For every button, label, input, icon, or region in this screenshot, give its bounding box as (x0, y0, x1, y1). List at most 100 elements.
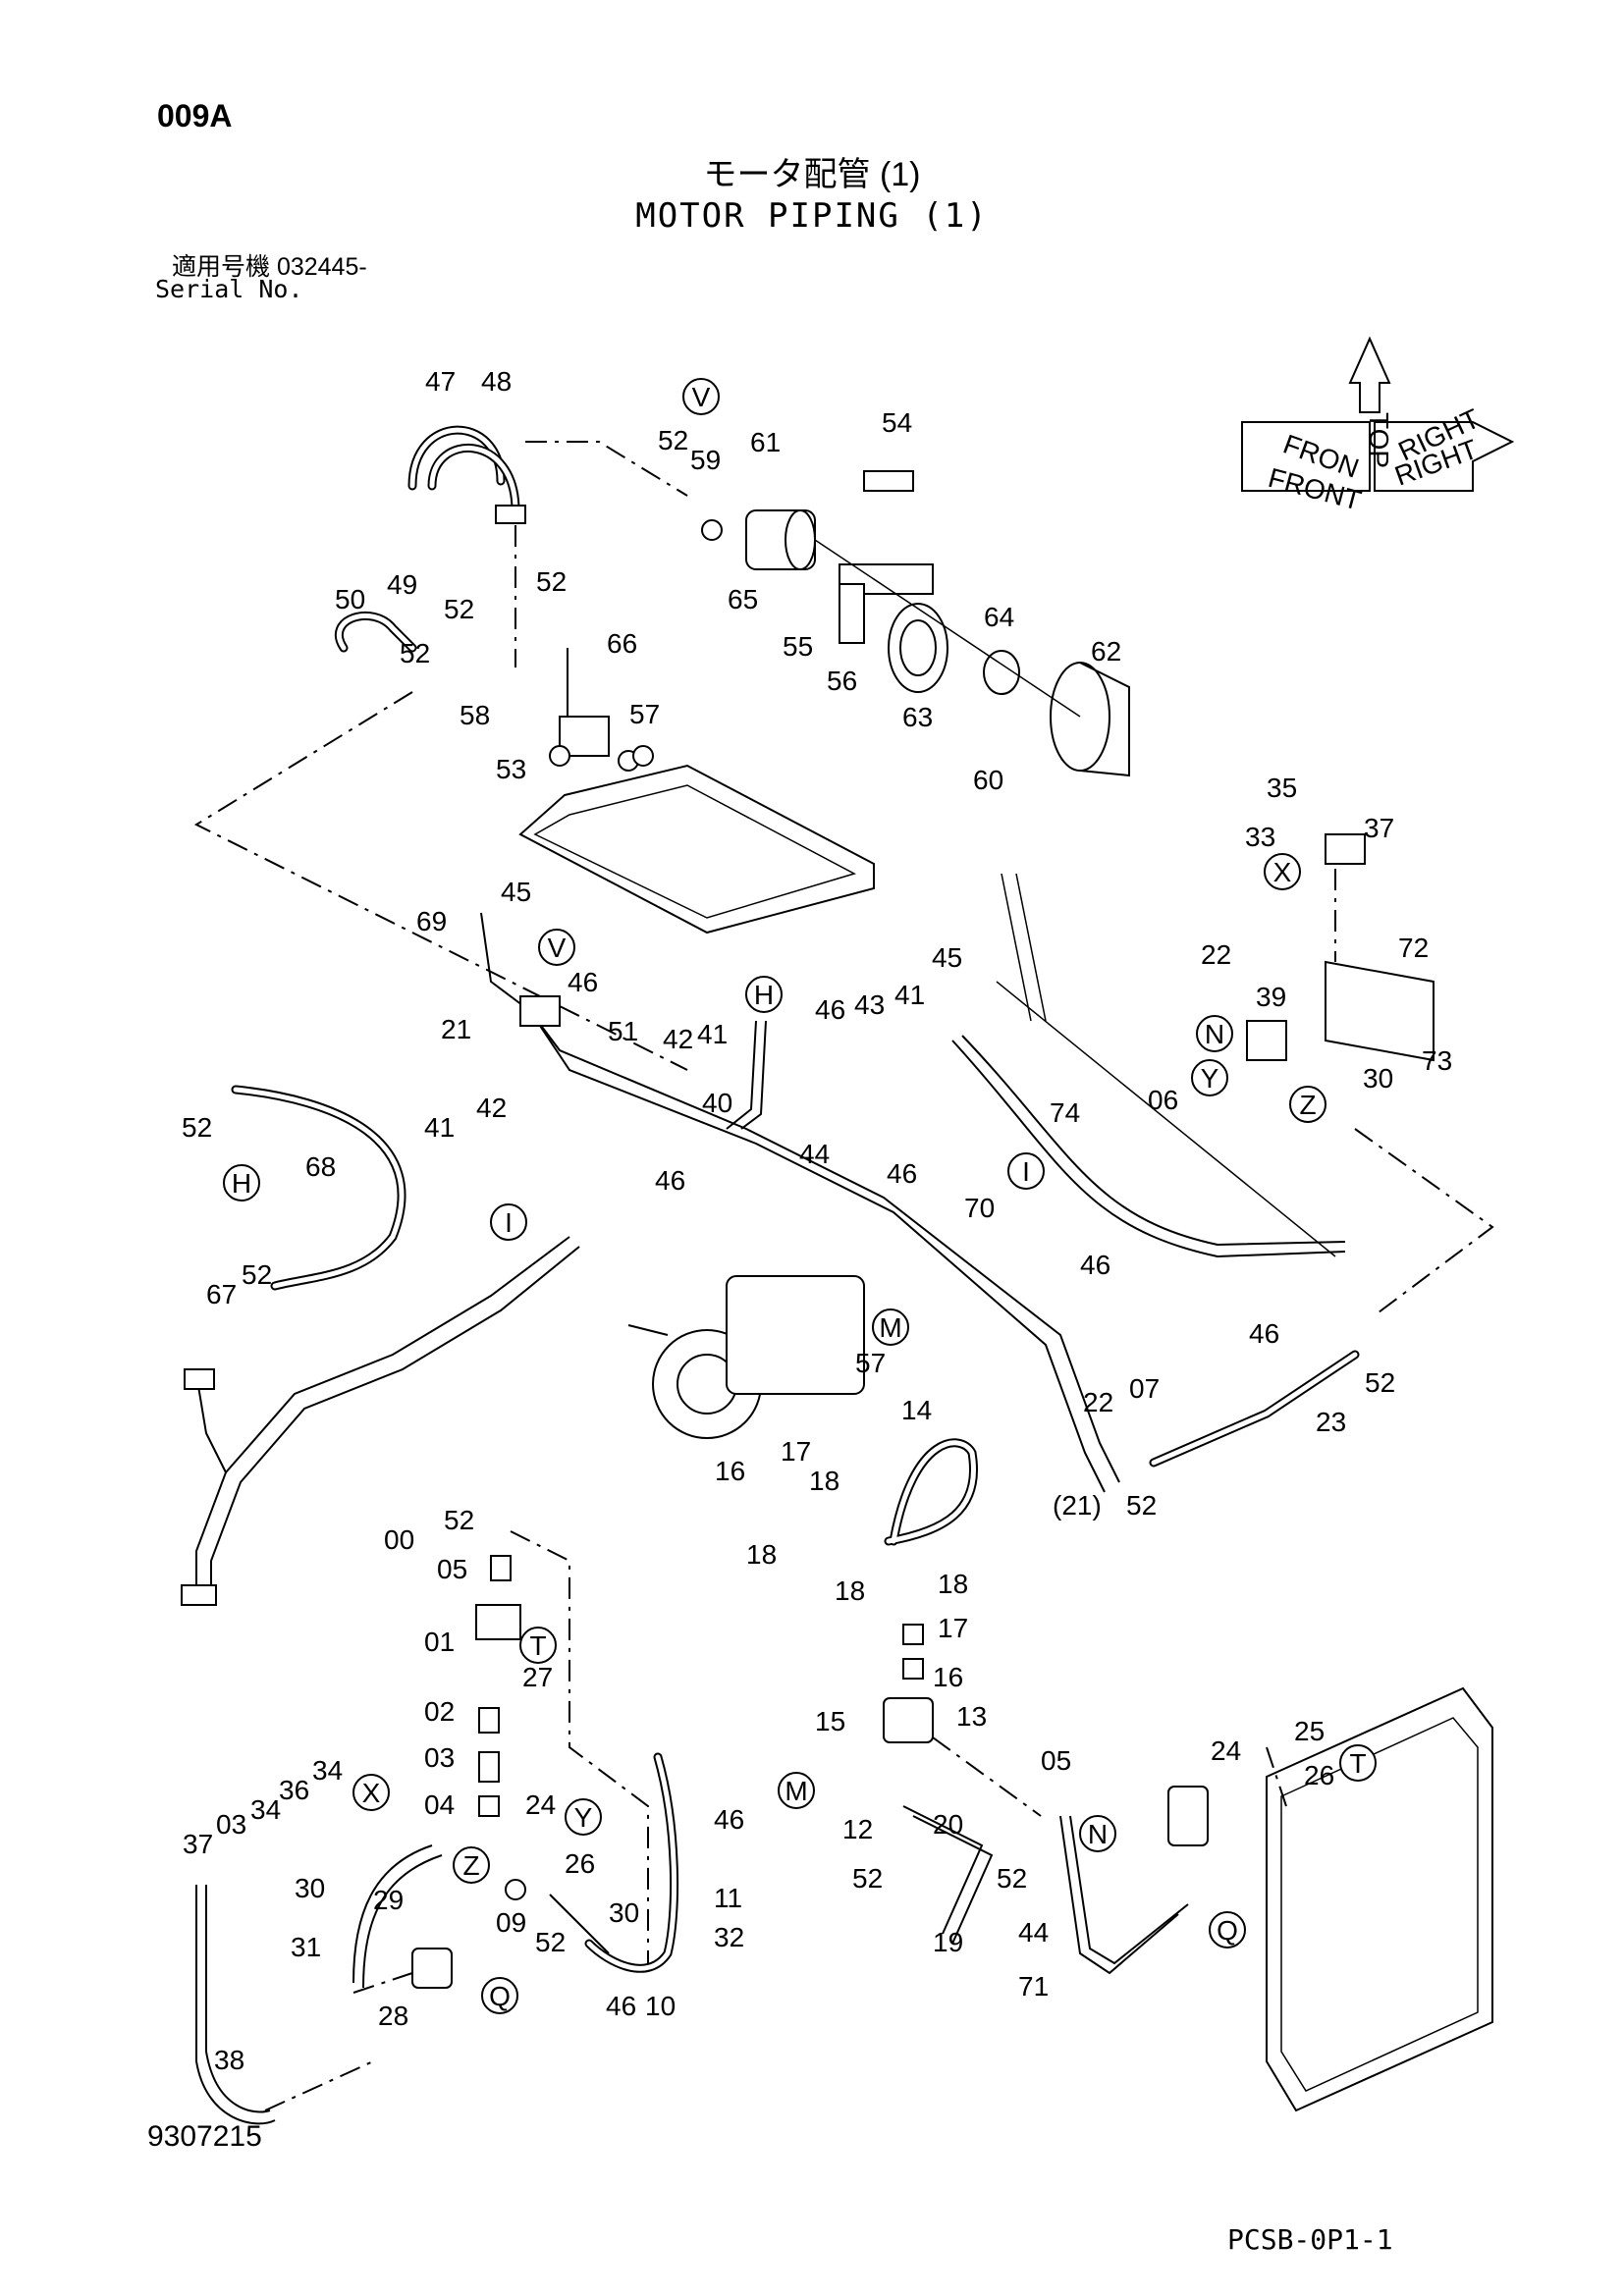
callout-m-pump: M (872, 1308, 909, 1346)
callout-v-mid: V (538, 929, 575, 966)
svg-text:H: H (232, 1168, 251, 1199)
part-label-69: 69 (416, 906, 447, 936)
part-label-60: 60 (973, 765, 1003, 795)
part-label-12: 12 (842, 1814, 873, 1844)
svg-text:N: N (1205, 1019, 1224, 1049)
part-label-46: 46 (568, 967, 598, 997)
part-label-08: 39 (1256, 982, 1286, 1012)
part-label-49: 49 (387, 569, 417, 600)
part-label-71: 71 (1018, 1971, 1049, 2002)
part-label-52-h: 52 (1126, 1490, 1157, 1521)
part-label-52-k: 52 (852, 1863, 883, 1894)
page-title-japanese: モータ配管 (1) (703, 156, 921, 193)
part-label-16: 16 (715, 1456, 745, 1486)
svg-text:T: T (529, 1630, 546, 1661)
svg-text:I: I (1022, 1156, 1030, 1187)
part-label-58: 58 (460, 700, 490, 730)
part-label-09: 09 (496, 1907, 526, 1938)
part-label-56: 56 (827, 666, 857, 696)
part-label-45: 45 (501, 877, 531, 907)
pump-assembly (627, 1275, 865, 1439)
callout-n-top: N (1196, 1015, 1233, 1052)
part-label-20: 20 (933, 1809, 963, 1840)
part-label-24-b: 24 (1211, 1735, 1241, 1766)
part-label-50: 50 (335, 584, 365, 614)
part-label-46-h: 46 (714, 1804, 744, 1835)
part-label-07-b: 07 (1129, 1373, 1160, 1404)
part-label-54: 54 (882, 407, 912, 438)
svg-text:Q: Q (489, 1981, 511, 2011)
orientation-indicator: FRON FRONT TOP RIGHT RIGHT (1241, 336, 1515, 516)
svg-text:Q: Q (1217, 1915, 1238, 1946)
part-label-35: 35 (1267, 773, 1297, 803)
part-label-15: 15 (815, 1706, 845, 1736)
part-label-26: 26 (565, 1848, 595, 1879)
part-label-18-b: 18 (746, 1539, 777, 1570)
part-label-45-b: 45 (932, 942, 962, 973)
serial-label-japanese: 適用号機 032445- (172, 253, 367, 281)
part-label-24: 24 (525, 1789, 556, 1820)
part-label-52-f: 52 (242, 1259, 272, 1290)
part-label-46-e: 46 (1080, 1250, 1110, 1280)
part-label-11: 11 (714, 1883, 742, 1913)
part-label-18-c: 18 (835, 1575, 865, 1606)
part-label-65: 65 (728, 584, 758, 614)
part-label-05: 30 (1363, 1063, 1393, 1094)
callout-i-pipe: I (1007, 1152, 1045, 1190)
part-label-52-l: 52 (997, 1863, 1027, 1894)
part-label-70: 70 (964, 1193, 995, 1223)
part-label-46-c: 46 (655, 1165, 685, 1196)
part-label-52-g: 52 (1365, 1367, 1395, 1398)
part-label-23: 23 (1316, 1407, 1346, 1437)
callout-z-bottom: Z (453, 1846, 490, 1884)
part-label-52-i: 52 (444, 1505, 474, 1535)
diagram-number: 9307215 (147, 2120, 262, 2153)
part-label-27: 27 (522, 1662, 553, 1692)
reference-code: PCSB-0P1-1 (1227, 2223, 1393, 2256)
part-label-36: 36 (279, 1775, 309, 1805)
part-label-21-paren: (21) (1053, 1490, 1102, 1521)
part-label-30: 30 (295, 1873, 325, 1903)
part-label-03-b: 03 (216, 1809, 246, 1840)
part-label-30-b: 30 (609, 1897, 639, 1928)
part-label-52: 52 (658, 425, 688, 455)
part-label-51: 51 (608, 1016, 638, 1046)
part-label-67: 67 (206, 1279, 237, 1309)
svg-text:I: I (505, 1207, 513, 1238)
part-label-42: 42 (476, 1093, 507, 1123)
part-label-18: 18 (809, 1466, 839, 1496)
callout-h-hose: H (223, 1164, 260, 1201)
part-label-52-d: 52 (400, 638, 430, 668)
part-label-22: 22 (1083, 1387, 1113, 1417)
part-label-25: 25 (1294, 1716, 1325, 1746)
part-label-46-d: 46 (887, 1158, 917, 1189)
part-label-61: 61 (750, 427, 781, 457)
svg-text:Y: Y (574, 1802, 593, 1833)
part-labels: 47 48 52 59 61 54 65 55 56 64 62 63 60 5… (182, 366, 1452, 2075)
part-label-18-d: 18 (938, 1569, 968, 1599)
part-label-02: 02 (424, 1696, 455, 1727)
vertical-strip (1001, 873, 1047, 1022)
part-label-52-e: 52 (182, 1112, 212, 1143)
part-label-52-b: 52 (536, 566, 567, 597)
part-label-64: 64 (984, 602, 1014, 632)
part-label-41-c: 41 (894, 980, 925, 1010)
callout-i-harness: I (490, 1203, 527, 1241)
part-label-03: 03 (424, 1742, 455, 1773)
part-label-41: 41 (424, 1112, 455, 1143)
part-label-40: 40 (702, 1088, 732, 1118)
part-label-19: 19 (933, 1927, 963, 1957)
part-label-68: 68 (305, 1151, 336, 1182)
part-label-34-b: 34 (250, 1794, 281, 1825)
callout-y-bottom: Y (565, 1798, 602, 1836)
part-label-44-b: 44 (1018, 1917, 1049, 1948)
part-label-73: 73 (1422, 1045, 1452, 1076)
svg-text:H: H (754, 980, 774, 1010)
part-label-29: 29 (373, 1885, 404, 1915)
svg-text:M: M (785, 1776, 807, 1806)
part-label-44: 44 (799, 1139, 830, 1169)
orientation-top: TOP (1364, 412, 1394, 468)
svg-text:V: V (692, 382, 711, 412)
part-label-05-b: 05 (437, 1554, 467, 1584)
